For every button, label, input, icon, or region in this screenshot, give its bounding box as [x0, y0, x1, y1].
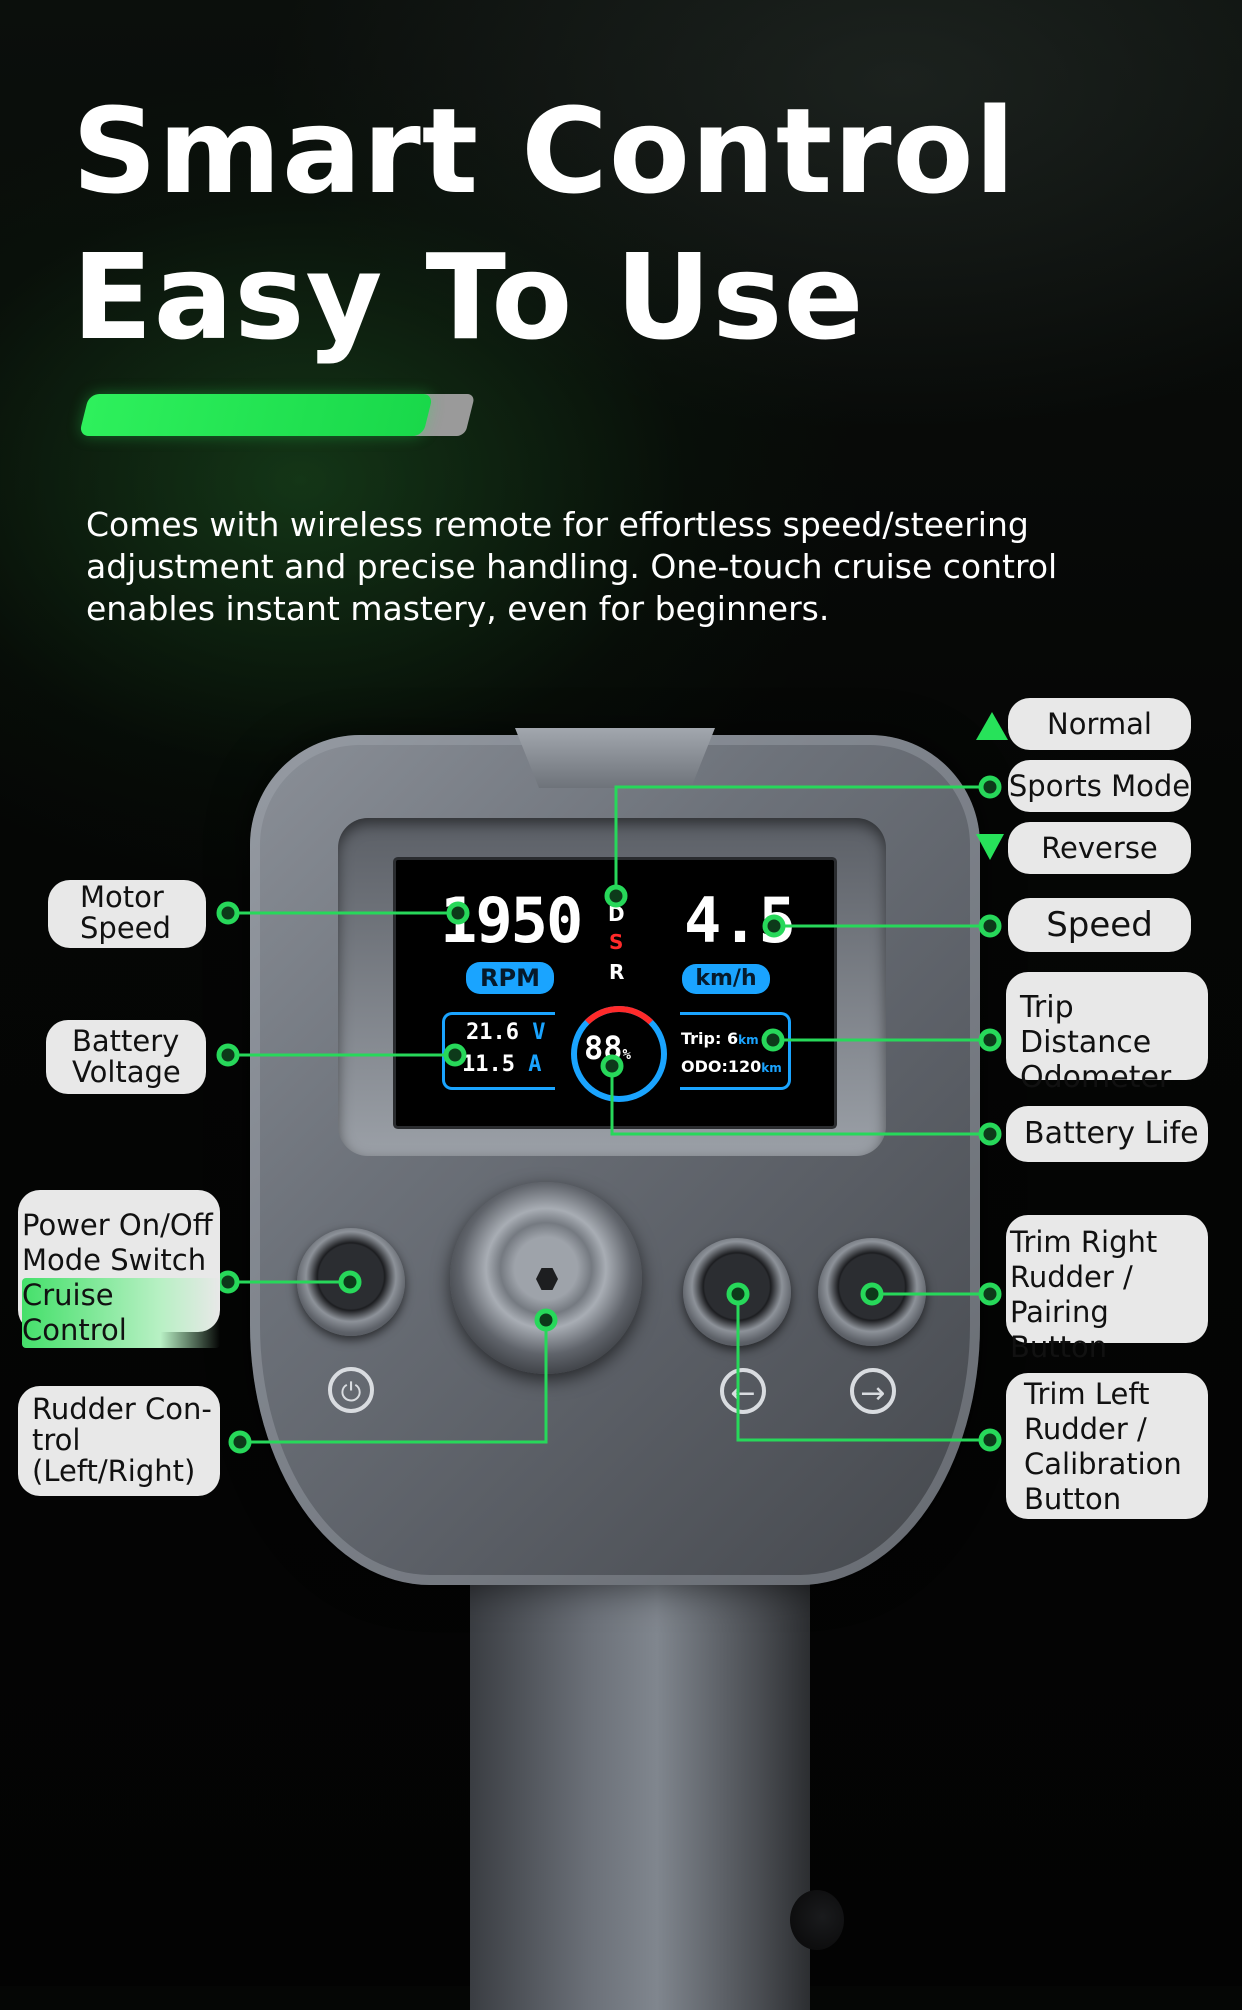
- mode-down-icon: [976, 834, 1004, 860]
- label-trim-right-line-1: Trim Right: [1010, 1225, 1158, 1259]
- headline-line-1: Smart Control: [72, 82, 1017, 220]
- label-trim-left-line-1: Trim Left: [1024, 1377, 1150, 1411]
- label-motor-speed: Motor Speed: [48, 880, 206, 948]
- odo-readout: ODO:120km: [681, 1056, 782, 1079]
- dot-trim-right-button: [860, 1282, 884, 1306]
- arrow-left-icon: ←: [720, 1368, 766, 1414]
- label-power-line-3: Cruise Control: [22, 1278, 220, 1348]
- arrow-right-icon: →: [850, 1368, 896, 1414]
- mode-up-icon: [976, 712, 1008, 740]
- label-motor-line-2: Speed: [80, 911, 171, 945]
- gear-r: R: [609, 960, 625, 984]
- dot-trim-right: [978, 1282, 1002, 1306]
- label-trip-line-2: Odometer: [1020, 1060, 1172, 1095]
- label-trim-right-line-2: Rudder /: [1010, 1260, 1133, 1294]
- headline-line-2: Easy To Use: [72, 228, 865, 366]
- handle-hole: [790, 1890, 844, 1950]
- label-sports-mode: Sports Mode: [1008, 760, 1191, 812]
- remote-notch: [515, 728, 715, 788]
- battery-unit: %: [622, 1047, 631, 1063]
- line-rudder: [240, 1320, 548, 1444]
- description: Comes with wireless remote for effortles…: [86, 505, 1058, 628]
- label-rudder-line-2: trol: [32, 1423, 81, 1457]
- dot-trim-left-button: [726, 1282, 750, 1306]
- dot-rudder-label: [228, 1430, 252, 1454]
- trip-readout: Trip: 6km: [681, 1028, 759, 1051]
- label-trip-odometer: Trip Distance Odometer: [1006, 972, 1208, 1095]
- line-trim-left: [736, 1294, 990, 1442]
- line-battery-life: [610, 1066, 990, 1136]
- voltage-unit: V: [532, 1020, 546, 1045]
- odo-unit: km: [761, 1061, 782, 1075]
- gear-s: S: [609, 930, 624, 954]
- knob-hex-socket: [536, 1268, 558, 1290]
- label-battv-line-2: Voltage: [72, 1055, 181, 1089]
- current-value: 11.5: [462, 1052, 515, 1077]
- dot-gear: [604, 884, 628, 908]
- label-battv-line-1: Battery: [72, 1024, 180, 1058]
- battery-dial-arc: [571, 1006, 667, 1102]
- dot-sports: [978, 775, 1002, 799]
- label-battery-voltage: Battery Voltage: [46, 1020, 206, 1094]
- gear-d: D: [608, 902, 625, 926]
- label-rudder-control: Rudder Con- trol (Left/Right): [18, 1386, 220, 1496]
- label-motor-line-1: Motor: [80, 880, 164, 914]
- label-normal-mode: Normal Mode: [1008, 698, 1191, 793]
- label-speed: Speed: [1008, 898, 1191, 952]
- dot-knob: [534, 1308, 558, 1332]
- dot-battery-display: [600, 1054, 624, 1078]
- trip-value: 6: [726, 1029, 739, 1048]
- label-power-mode-cruise: Power On/Off Mode Switch Cruise Control: [18, 1190, 220, 1348]
- rpm-unit-badge: RPM: [466, 962, 554, 994]
- dot-trim-left: [978, 1428, 1002, 1452]
- dot-trip: [978, 1028, 1002, 1052]
- voltage-value: 21.6: [466, 1020, 519, 1045]
- dot-speed: [978, 914, 1002, 938]
- current-unit: A: [528, 1052, 542, 1077]
- trip-frame: [680, 1012, 791, 1090]
- dot-speed-display: [762, 914, 786, 938]
- current-readout: 11.5 A: [462, 1052, 541, 1078]
- label-trim-left-line-2: Rudder /: [1024, 1412, 1147, 1446]
- power-icon: ⏻: [328, 1367, 374, 1413]
- odo-label: ODO:: [681, 1057, 728, 1076]
- dot-power-label: [216, 1270, 240, 1294]
- label-reverse: Reverse: [1008, 822, 1191, 874]
- label-power-line-1: Power On/Off: [22, 1208, 213, 1242]
- label-battery-life: Battery Life: [1006, 1106, 1208, 1162]
- label-trim-right: Trim Right Rudder / Pairing Button: [1006, 1215, 1208, 1364]
- label-rudder-line-3: (Left/Right): [32, 1454, 196, 1488]
- dot-voltage-display: [443, 1043, 467, 1067]
- voltage-readout: 21.6 V: [466, 1020, 545, 1046]
- voltage-frame: [442, 1012, 555, 1090]
- dot-trip-display: [761, 1028, 785, 1052]
- speed-unit-badge: km/h: [682, 964, 770, 994]
- label-power-line-2: Mode Switch: [22, 1243, 207, 1277]
- label-trim-left-line-4: Button: [1024, 1482, 1122, 1516]
- dot-battery-life: [978, 1122, 1002, 1146]
- label-trim-left-line-3: Calibration: [1024, 1447, 1182, 1481]
- label-trip-line-1: Trip Distance: [1020, 990, 1152, 1060]
- line-sports-mode: [614, 785, 990, 896]
- trip-label: Trip:: [681, 1029, 722, 1048]
- label-rudder-line-1: Rudder Con-: [32, 1392, 212, 1426]
- dot-rpm-display: [446, 901, 470, 925]
- headline: Smart Control Easy To Use: [72, 78, 1016, 370]
- odo-value: 120: [727, 1057, 762, 1076]
- trip-unit: km: [738, 1033, 759, 1047]
- dot-power-button: [338, 1270, 362, 1294]
- dot-voltage: [216, 1043, 240, 1067]
- label-trim-right-line-3: Pairing Button: [1010, 1295, 1109, 1364]
- dot-motor: [216, 901, 240, 925]
- label-trim-left: Trim Left Rudder / Calibration Button: [1006, 1373, 1208, 1519]
